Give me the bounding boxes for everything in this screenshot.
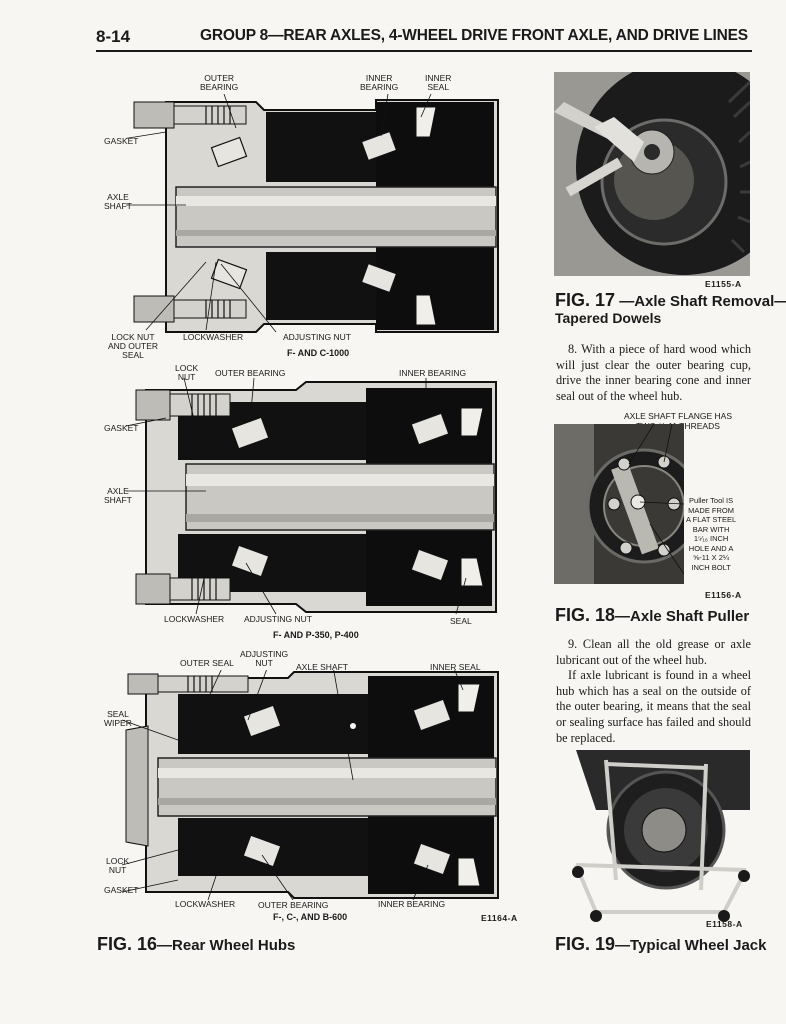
fig16-drawing-2 bbox=[126, 378, 504, 616]
fig17-caption-text: —Axle Shaft Removal— bbox=[615, 293, 786, 310]
paragraph-9b-text: If axle lubricant is found in a wheel hu… bbox=[556, 668, 751, 745]
puller-tool-note: Puller Tool IS MADE FROM A FLAT STEEL BA… bbox=[686, 496, 737, 572]
d3-lock-nut-label: LOCK NUT bbox=[106, 856, 130, 875]
fig18-caption: FIG. 18—Axle Shaft Puller bbox=[555, 605, 749, 626]
d3-axle-shaft-label: AXLE SHAFT bbox=[296, 662, 348, 672]
d1-outer-bearing-label: OUTER BEARING bbox=[200, 73, 239, 92]
fig16-drawing-1 bbox=[126, 92, 504, 340]
d2-lock-nut-label: LOCK NUT bbox=[175, 363, 199, 382]
fig16-code: E1164-A bbox=[481, 913, 518, 923]
paragraph-9-text: 9. Clean all the old grease or axle lubr… bbox=[556, 637, 751, 667]
d1-adjusting-nut-label: ADJUSTING NUT bbox=[283, 332, 351, 342]
fig18-caption-text: —Axle Shaft Puller bbox=[615, 608, 750, 625]
d2-axle-shaft-label: AXLE SHAFT bbox=[104, 486, 132, 505]
d1-subcaption: F- AND C-1000 bbox=[287, 348, 350, 358]
header-rule bbox=[96, 50, 752, 52]
d2-inner-bearing-label: INNER BEARING bbox=[399, 368, 467, 378]
paragraph-9: 9. Clean all the old grease or axle lubr… bbox=[556, 637, 751, 746]
d1-axle-shaft-label: AXLE SHAFT bbox=[104, 192, 132, 211]
fig17-code: E1155-A bbox=[705, 279, 742, 289]
fig16-caption: FIG. 16—Rear Wheel Hubs bbox=[97, 934, 295, 955]
d3-inner-seal-label: INNER SEAL bbox=[430, 662, 481, 672]
fig19-code: E1158-A bbox=[706, 919, 743, 929]
fig18-code: E1156-A bbox=[705, 590, 742, 600]
fig17-caption-number: FIG. 17 bbox=[555, 290, 616, 310]
d1-gasket-label: GASKET bbox=[104, 136, 139, 146]
d1-lock-nut-label: LOCK NUT AND OUTER SEAL bbox=[108, 332, 159, 360]
fig18-caption-number: FIG. 18 bbox=[555, 605, 616, 625]
d2-seal-label: SEAL bbox=[450, 616, 472, 626]
d2-gasket-label: GASKET bbox=[104, 423, 139, 433]
fig18-photo bbox=[554, 424, 684, 584]
fig19-photo bbox=[556, 750, 750, 922]
fig19-caption: FIG. 19—Typical Wheel Jack bbox=[555, 934, 766, 955]
page-number: 8-14 bbox=[96, 27, 131, 46]
fig17-photo bbox=[554, 72, 750, 276]
d2-adjusting-nut-label: ADJUSTING NUT bbox=[244, 614, 312, 624]
fig17-caption: FIG. 17 —Axle Shaft Removal— Tapered Dow… bbox=[555, 290, 786, 327]
paragraph-8: 8. With a piece of hard wood which will … bbox=[556, 342, 751, 404]
fig16-caption-text: —Rear Wheel Hubs bbox=[157, 937, 296, 954]
fig16-caption-number: FIG. 16 bbox=[97, 934, 158, 954]
d3-seal-wiper-label: SEAL WIPER bbox=[104, 709, 132, 728]
d3-outer-bearing-label: OUTER BEARING bbox=[258, 900, 329, 910]
d1-inner-seal-label: INNER SEAL bbox=[425, 73, 452, 92]
d1-inner-bearing-label: INNER BEARING bbox=[360, 73, 399, 92]
d3-lockwasher-label: LOCKWASHER bbox=[175, 899, 236, 909]
page-header-title: GROUP 8—REAR AXLES, 4-WHEEL DRIVE FRONT … bbox=[200, 27, 748, 44]
d2-outer-bearing-label: OUTER BEARING bbox=[215, 368, 286, 378]
fig19-caption-text: —Typical Wheel Jack bbox=[615, 937, 767, 954]
d2-subcaption: F- AND P-350, P-400 bbox=[273, 630, 359, 640]
d3-inner-bearing-label: INNER BEARING bbox=[378, 899, 446, 909]
fig19-caption-number: FIG. 19 bbox=[555, 934, 616, 954]
fig17-caption-line2: Tapered Dowels bbox=[555, 310, 662, 326]
d2-lockwasher-label: LOCKWASHER bbox=[164, 614, 225, 624]
paragraph-8-text: 8. With a piece of hard wood which will … bbox=[556, 342, 751, 403]
fig16-drawing-3 bbox=[118, 670, 504, 900]
d3-subcaption: F-, C-, AND B-600 bbox=[273, 912, 348, 922]
d3-gasket-label: GASKET bbox=[104, 885, 139, 895]
d3-outer-seal-label: OUTER SEAL bbox=[180, 658, 234, 668]
d1-lockwasher-label: LOCKWASHER bbox=[183, 332, 244, 342]
d3-adjusting-nut-label: ADJUSTING NUT bbox=[240, 649, 289, 668]
